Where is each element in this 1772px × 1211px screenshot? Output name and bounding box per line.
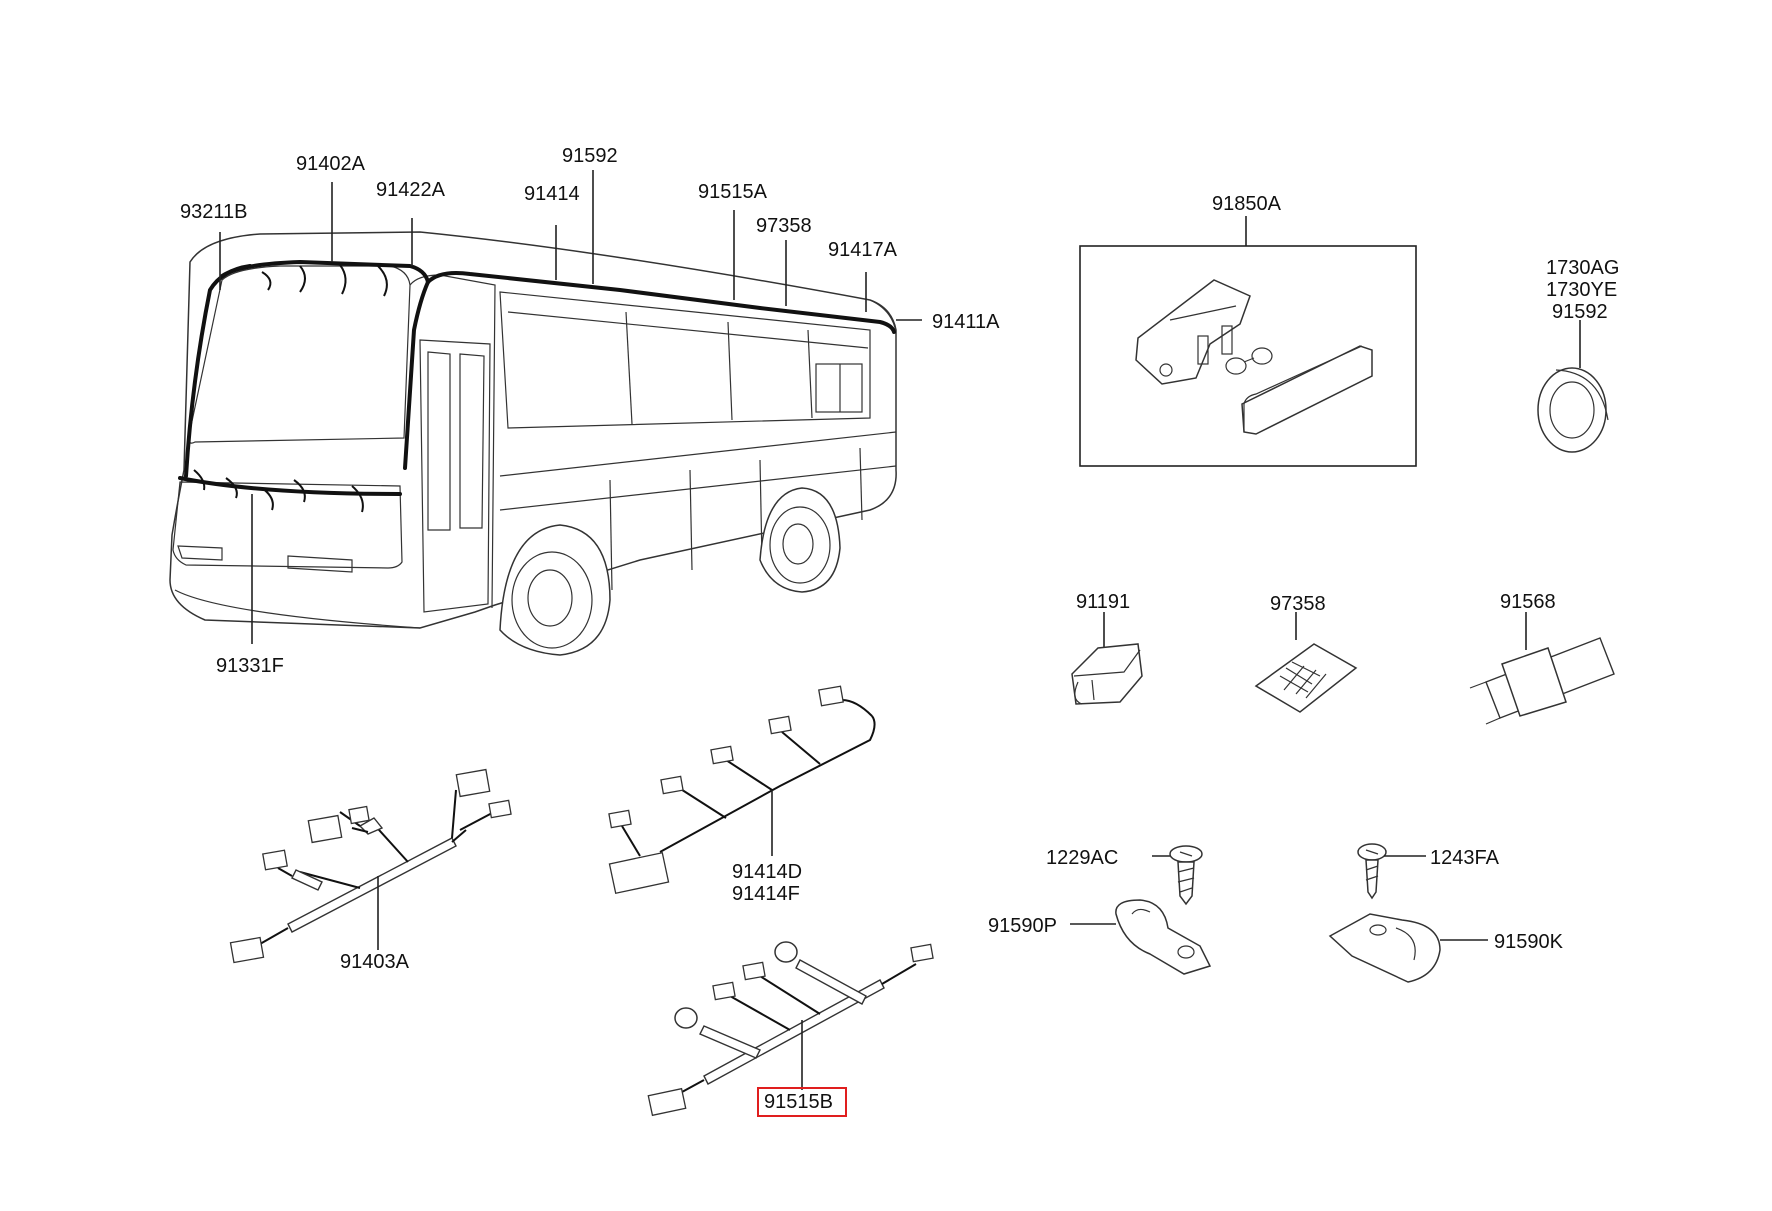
label-91590K: 91590K (1494, 931, 1564, 953)
clamp-91590P (1070, 899, 1212, 975)
bus-harness-lines (178, 260, 896, 513)
label-91402A: 91402A (296, 153, 366, 175)
label-91414: 91414 (524, 183, 580, 205)
clamp-91590K (1328, 913, 1488, 983)
label-91592: 91592 (562, 145, 618, 167)
screw-1243FA (1357, 843, 1426, 900)
bus-leaders (219, 170, 922, 644)
label-97358b: 97358 (1270, 593, 1326, 615)
screw-1229AC (1152, 845, 1203, 906)
label-91414D: 91414D (732, 861, 802, 883)
harness-91414D (608, 685, 876, 895)
label-1730YE: 1730YE (1546, 279, 1617, 301)
label-1730AG: 1730AG (1546, 257, 1619, 279)
label-91590P: 91590P (988, 915, 1057, 937)
label-91191: 91191 (1076, 591, 1130, 613)
part-labels: 93211B 91402A 91422A 91414 91592 91515A … (180, 145, 1619, 1113)
grommet-1730AG (1537, 320, 1609, 453)
label-91417A: 91417A (828, 239, 898, 261)
label-93211B: 93211B (180, 201, 247, 223)
pad-97358 (1254, 612, 1358, 713)
label-1243FA: 1243FA (1430, 847, 1500, 869)
harness-91515B (647, 941, 934, 1117)
label-91403A: 91403A (340, 951, 410, 973)
label-91850A: 91850A (1212, 193, 1282, 215)
tube-91568 (1469, 612, 1615, 725)
label-91331F: 91331F (216, 655, 284, 677)
label-91515B: 91515B (764, 1091, 833, 1113)
label-1229AC: 1229AC (1046, 847, 1118, 869)
label-91411A: 91411A (932, 311, 1000, 333)
harness-91403A (229, 768, 512, 964)
label-91592b: 91592 (1552, 301, 1608, 323)
label-91422A: 91422A (376, 179, 446, 201)
label-97358a: 97358 (756, 215, 812, 237)
label-91515A: 91515A (698, 181, 768, 203)
highlight-box-91515B (757, 1087, 847, 1117)
connector-kit-91850A (1079, 216, 1417, 467)
label-91568: 91568 (1500, 591, 1556, 613)
clip-91191 (1071, 612, 1143, 705)
label-91414F: 91414F (732, 883, 800, 905)
bus-illustration (169, 231, 897, 656)
